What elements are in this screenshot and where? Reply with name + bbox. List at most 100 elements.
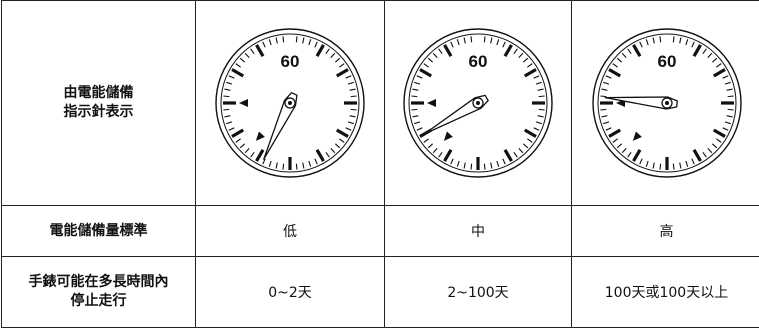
- dial-minor-tick: [244, 52, 250, 59]
- dial-minor-tick: [224, 88, 231, 91]
- dial-major-tick: [335, 128, 349, 138]
- dial-minor-tick: [228, 127, 235, 131]
- dial-minor-tick: [334, 143, 341, 149]
- dial-minor-tick: [432, 147, 438, 154]
- dial-minor-tick: [463, 162, 466, 169]
- dial-major-tick: [523, 128, 537, 138]
- dial-minor-tick: [600, 115, 607, 118]
- dial-minor-tick: [250, 48, 255, 54]
- dial-minor-tick: [416, 127, 423, 131]
- level-row-header: 電能儲備量標準: [1, 205, 196, 257]
- duration-label: 手錶可能在多長時間內 停止走行: [28, 274, 169, 309]
- dial-minor-tick: [701, 152, 707, 158]
- dial-minor-tick: [605, 75, 611, 79]
- dial-major-tick: [692, 148, 702, 162]
- dial-minor-tick: [483, 163, 486, 170]
- dial-minor-tick: [412, 115, 419, 118]
- dial-major-tick: [503, 44, 513, 58]
- dial-inner-ring: [408, 33, 548, 173]
- dial-minor-tick: [706, 147, 712, 154]
- dial-number: 60: [281, 52, 300, 71]
- level-low: 低: [195, 205, 385, 257]
- dial-minor-tick: [470, 163, 473, 170]
- dial-minor-tick: [411, 95, 418, 98]
- dial-minor-tick: [334, 57, 341, 63]
- dial-minor-tick: [347, 121, 354, 125]
- dial-minor-tick: [339, 63, 345, 68]
- dial-minor-tick: [684, 39, 688, 46]
- indicator-label: 由電能儲備 指示針表示: [63, 85, 134, 120]
- dial-minor-tick: [235, 138, 241, 143]
- dial-minor-tick: [350, 108, 357, 111]
- dial-major-tick: [607, 68, 621, 78]
- dial-minor-tick: [325, 48, 330, 54]
- level-mid: 中: [384, 205, 572, 257]
- dial-minor-tick: [330, 147, 336, 154]
- dial-minor-tick: [268, 160, 272, 167]
- dial-minor-tick: [350, 95, 357, 98]
- dial-minor-tick: [533, 127, 540, 131]
- dial-minor-tick: [432, 52, 438, 59]
- dial-minor-tick: [496, 39, 500, 46]
- dial-minor-tick: [308, 160, 312, 167]
- dial-minor-tick: [611, 138, 618, 143]
- dial-major-tick: [255, 148, 265, 162]
- dial-minor-tick: [490, 162, 493, 169]
- dial-minor-tick: [638, 41, 643, 48]
- dial-minor-tick: [226, 81, 233, 85]
- dial-minor-tick: [645, 160, 649, 167]
- dial-minor-tick: [314, 158, 318, 165]
- dial-minor-tick: [470, 36, 473, 43]
- dial-minor-tick: [638, 158, 643, 165]
- gauge-cell-low: 60: [195, 0, 385, 206]
- dial-minor-tick: [347, 81, 354, 85]
- dial-minor-tick: [518, 147, 524, 154]
- dial-major-tick: [443, 148, 453, 162]
- duration-low: 0~2天: [195, 256, 385, 328]
- dial-minor-tick: [228, 75, 235, 79]
- dial-minor-tick: [672, 36, 675, 43]
- dial-minor-tick: [345, 75, 352, 79]
- dial-minor-tick: [423, 63, 429, 68]
- dial-minor-tick: [349, 88, 356, 91]
- dial-minor-tick: [226, 121, 233, 125]
- dial-major-tick: [607, 128, 621, 138]
- dial-minor-tick: [282, 163, 285, 170]
- dial-minor-tick: [658, 163, 661, 170]
- dial-minor-tick: [522, 57, 529, 63]
- dial-minor-tick: [496, 160, 500, 167]
- dial-minor-tick: [223, 108, 230, 111]
- dial-minor-tick: [724, 81, 731, 85]
- dial-minor-tick: [527, 63, 533, 68]
- dial-minor-tick: [715, 63, 722, 68]
- dial-minor-tick: [726, 115, 733, 118]
- dial-number: 60: [469, 52, 488, 71]
- dial-minor-tick: [349, 115, 356, 118]
- dial-minor-tick: [456, 160, 460, 167]
- dial-minor-tick: [535, 81, 542, 85]
- dial-number: 60: [657, 52, 676, 71]
- triangle-marker-icon: [427, 99, 436, 107]
- dial-minor-tick: [626, 48, 632, 54]
- dial-minor-tick: [239, 143, 246, 149]
- dial-minor-tick: [706, 52, 712, 59]
- dial-major-tick: [231, 128, 245, 138]
- dial-minor-tick: [438, 152, 443, 158]
- dial-minor-tick: [244, 147, 250, 154]
- dial-minor-tick: [626, 152, 632, 158]
- dial-minor-tick: [502, 41, 506, 48]
- dial-minor-tick: [600, 88, 607, 91]
- dial-major-tick: [631, 44, 641, 58]
- dial-minor-tick: [711, 57, 717, 63]
- dial-minor-tick: [616, 143, 622, 149]
- dial-minor-tick: [599, 108, 606, 111]
- dial-major-tick: [692, 44, 702, 58]
- dial-minor-tick: [235, 63, 241, 68]
- dial-minor-tick: [223, 95, 230, 98]
- needle-hand: [423, 94, 489, 135]
- dial-minor-tick: [502, 158, 506, 165]
- dial-minor-tick: [727, 108, 734, 111]
- dial-minor-tick: [652, 162, 655, 169]
- dial-major-tick: [503, 148, 513, 162]
- level-row: 電能儲備量標準 低 中 高: [1, 205, 759, 257]
